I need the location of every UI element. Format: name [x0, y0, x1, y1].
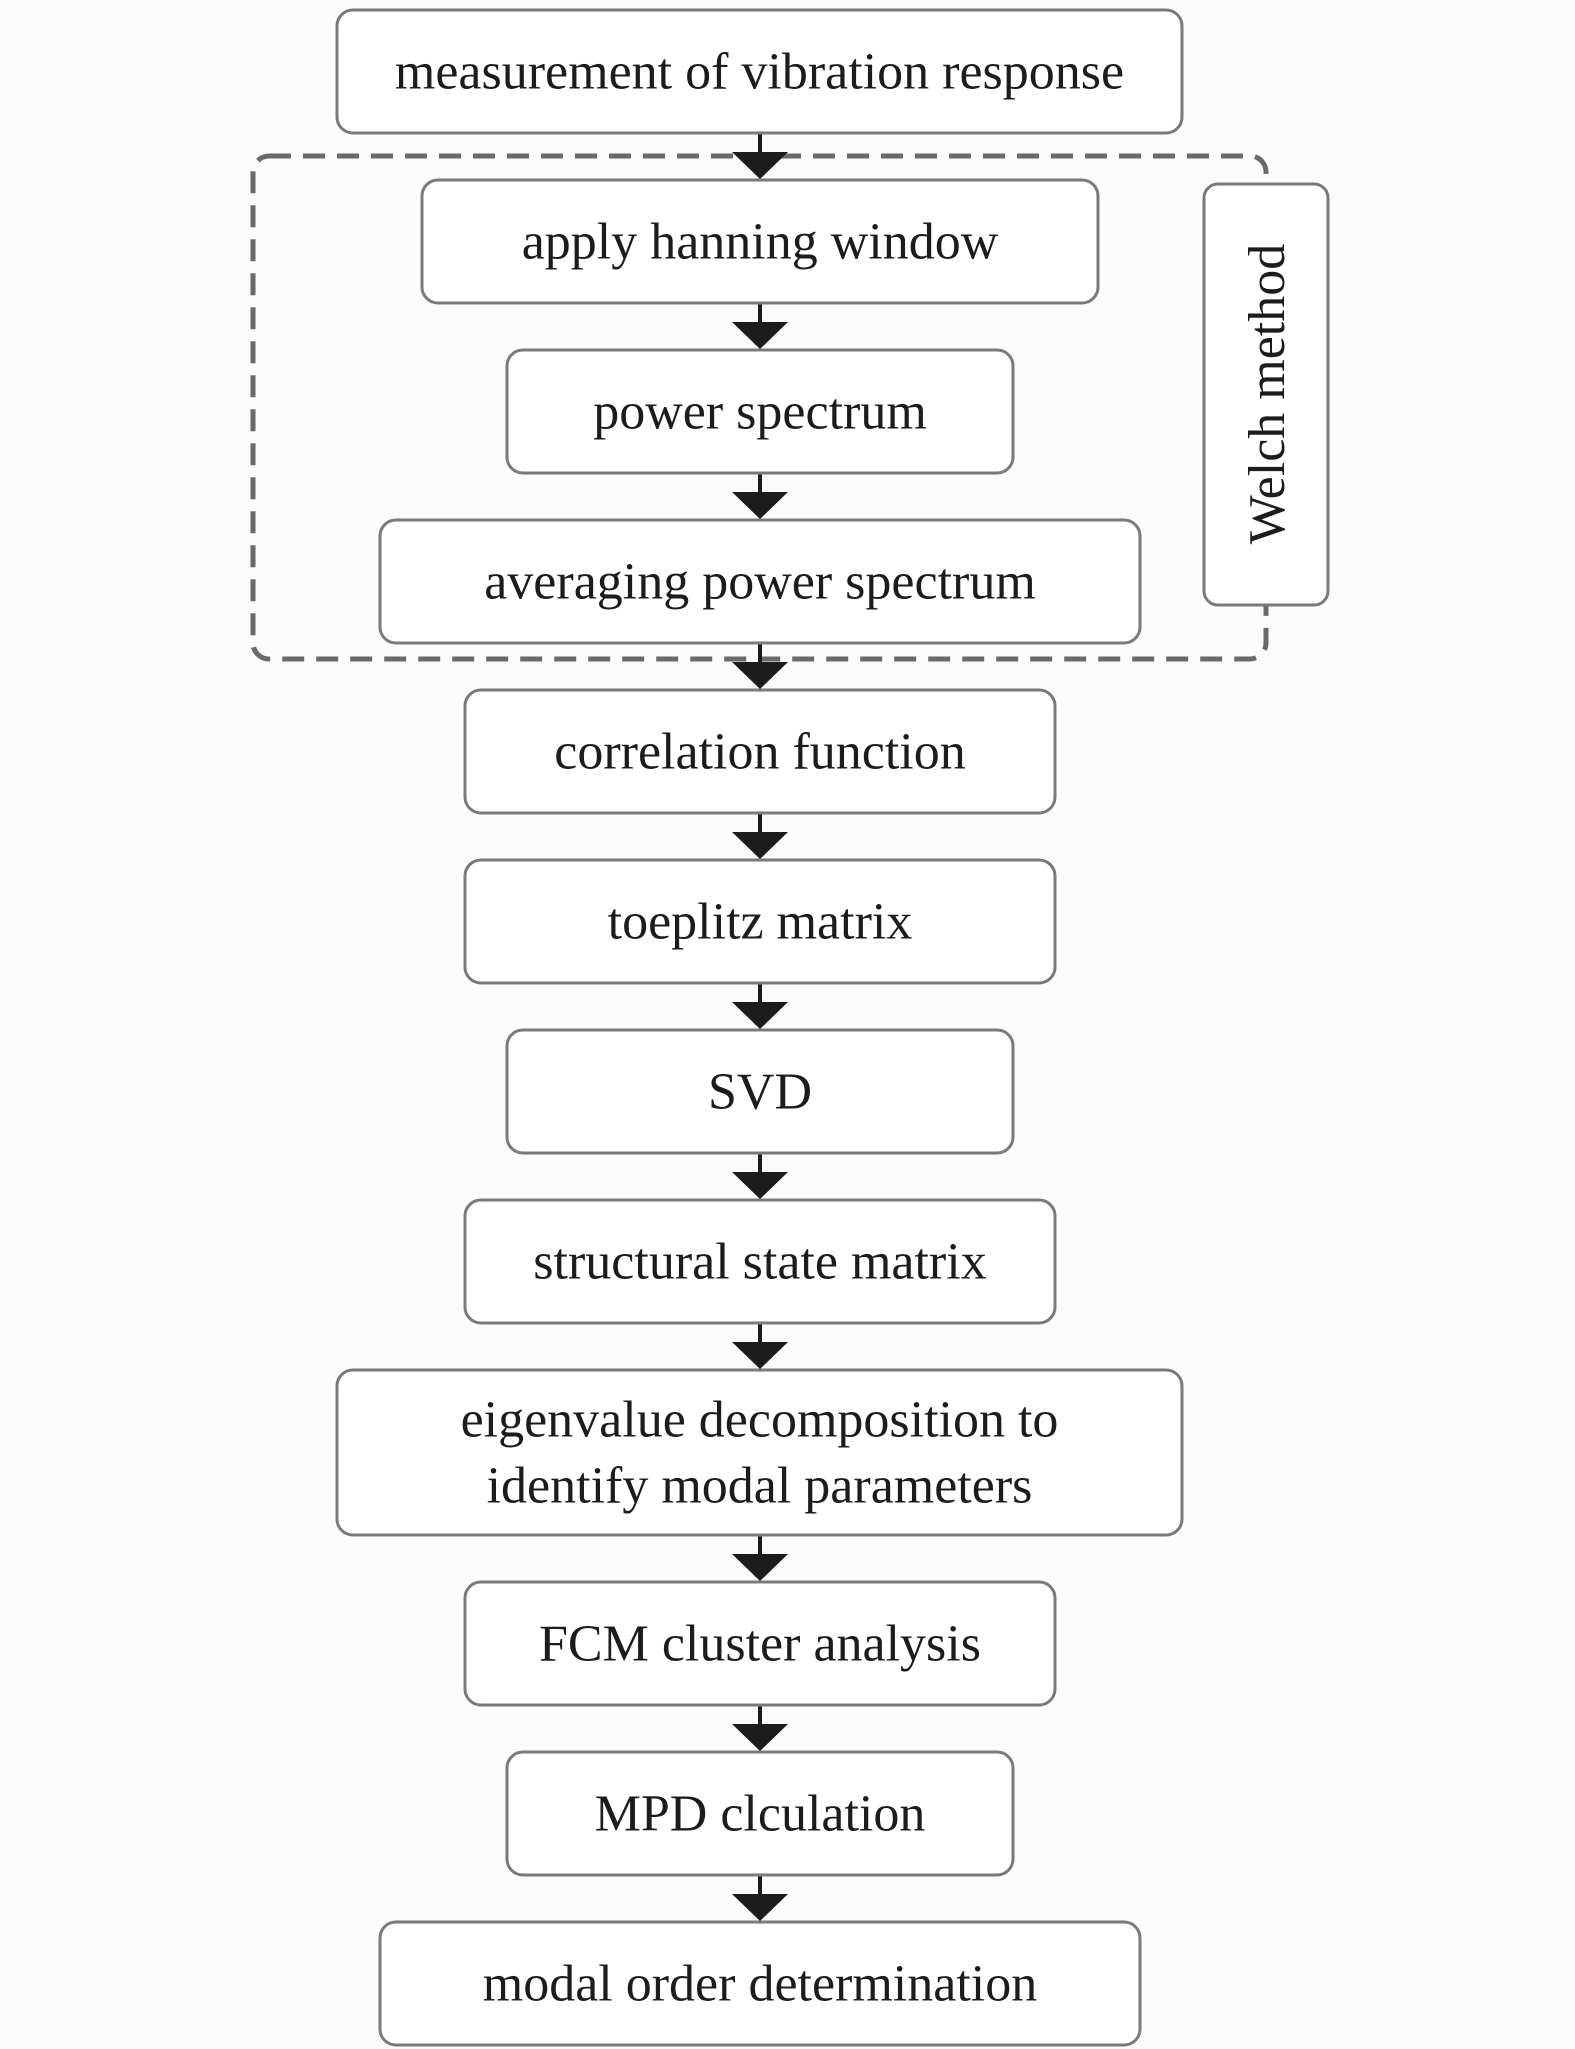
node-label-measurement: measurement of vibration response: [395, 44, 1124, 101]
node-fcm: FCM cluster analysis: [463, 1580, 1057, 1707]
node-measurement: measurement of vibration response: [335, 8, 1184, 135]
node-label-averaging: averaging power spectrum: [484, 554, 1036, 611]
arrow-eigen-to-fcm: [732, 1535, 788, 1581]
node-label-mpd: MPD clculation: [595, 1786, 926, 1843]
node-box-svd: [505, 1028, 1015, 1155]
arrow-head: [732, 322, 788, 349]
node-label-order: modal order determination: [483, 1956, 1037, 2013]
node-mpd: MPD clculation: [505, 1750, 1015, 1877]
node-box-state: [463, 1198, 1057, 1325]
arrow-fcm-to-mpd: [732, 1705, 788, 1751]
arrow-head: [732, 832, 788, 859]
welch-method-label-box: Welch method: [1202, 182, 1330, 607]
arrow-svd-to-state: [732, 1153, 788, 1199]
arrow-measurement-to-hanning: [732, 133, 788, 179]
node-order: modal order determination: [378, 1920, 1142, 2047]
node-box-fcm: [463, 1580, 1057, 1707]
node-label-eigen-line1: eigenvalue decomposition to: [461, 1392, 1059, 1449]
node-label-correlation: correlation function: [554, 724, 966, 781]
arrow-head: [732, 1724, 788, 1751]
node-box-hanning: [420, 178, 1100, 305]
arrow-toeplitz-to-svd: [732, 983, 788, 1029]
edges-layer: [732, 133, 788, 1921]
node-box-power: [505, 348, 1015, 475]
node-box-mpd: [505, 1750, 1015, 1877]
node-hanning: apply hanning window: [420, 178, 1100, 305]
node-label-state: structural state matrix: [533, 1234, 986, 1291]
node-box-toeplitz: [463, 858, 1057, 985]
node-eigen: eigenvalue decomposition to identify moda…: [335, 1368, 1184, 1537]
node-box-eigen: [335, 1368, 1184, 1537]
node-box-measurement: [335, 8, 1184, 135]
arrow-state-to-eigen: [732, 1323, 788, 1369]
arrow-mpd-to-order: [732, 1875, 788, 1921]
node-label-hanning: apply hanning window: [522, 214, 999, 271]
node-box-correlation: [463, 688, 1057, 815]
node-toeplitz: toeplitz matrix: [463, 858, 1057, 985]
node-correlation: correlation function: [463, 688, 1057, 815]
arrow-correlation-to-toeplitz: [732, 813, 788, 859]
node-averaging: averaging power spectrum: [378, 518, 1142, 645]
arrow-head: [732, 492, 788, 519]
node-svd: SVD: [505, 1028, 1015, 1155]
node-label-fcm: FCM cluster analysis: [539, 1616, 981, 1673]
arrow-head: [732, 1002, 788, 1029]
node-box-order: [378, 1920, 1142, 2047]
arrow-head: [732, 662, 788, 689]
node-power: power spectrum: [505, 348, 1015, 475]
node-label-svd: SVD: [708, 1064, 812, 1121]
arrow-head: [732, 1172, 788, 1199]
arrow-head: [732, 1342, 788, 1369]
arrow-head: [732, 1554, 788, 1581]
node-label-power: power spectrum: [593, 384, 927, 441]
welch-method-label: Welch method: [1239, 244, 1296, 545]
arrow-power-to-averaging: [732, 473, 788, 519]
arrow-head: [732, 152, 788, 179]
nodes-layer: measurement of vibration response apply h…: [335, 8, 1184, 2047]
arrow-averaging-to-correlation: [732, 643, 788, 689]
node-label-toeplitz: toeplitz matrix: [608, 894, 913, 951]
node-box-averaging: [378, 518, 1142, 645]
node-state: structural state matrix: [463, 1198, 1057, 1325]
arrow-hanning-to-power: [732, 303, 788, 349]
node-label-eigen-line2: identify modal parameters: [487, 1458, 1033, 1515]
arrow-head: [732, 1894, 788, 1921]
